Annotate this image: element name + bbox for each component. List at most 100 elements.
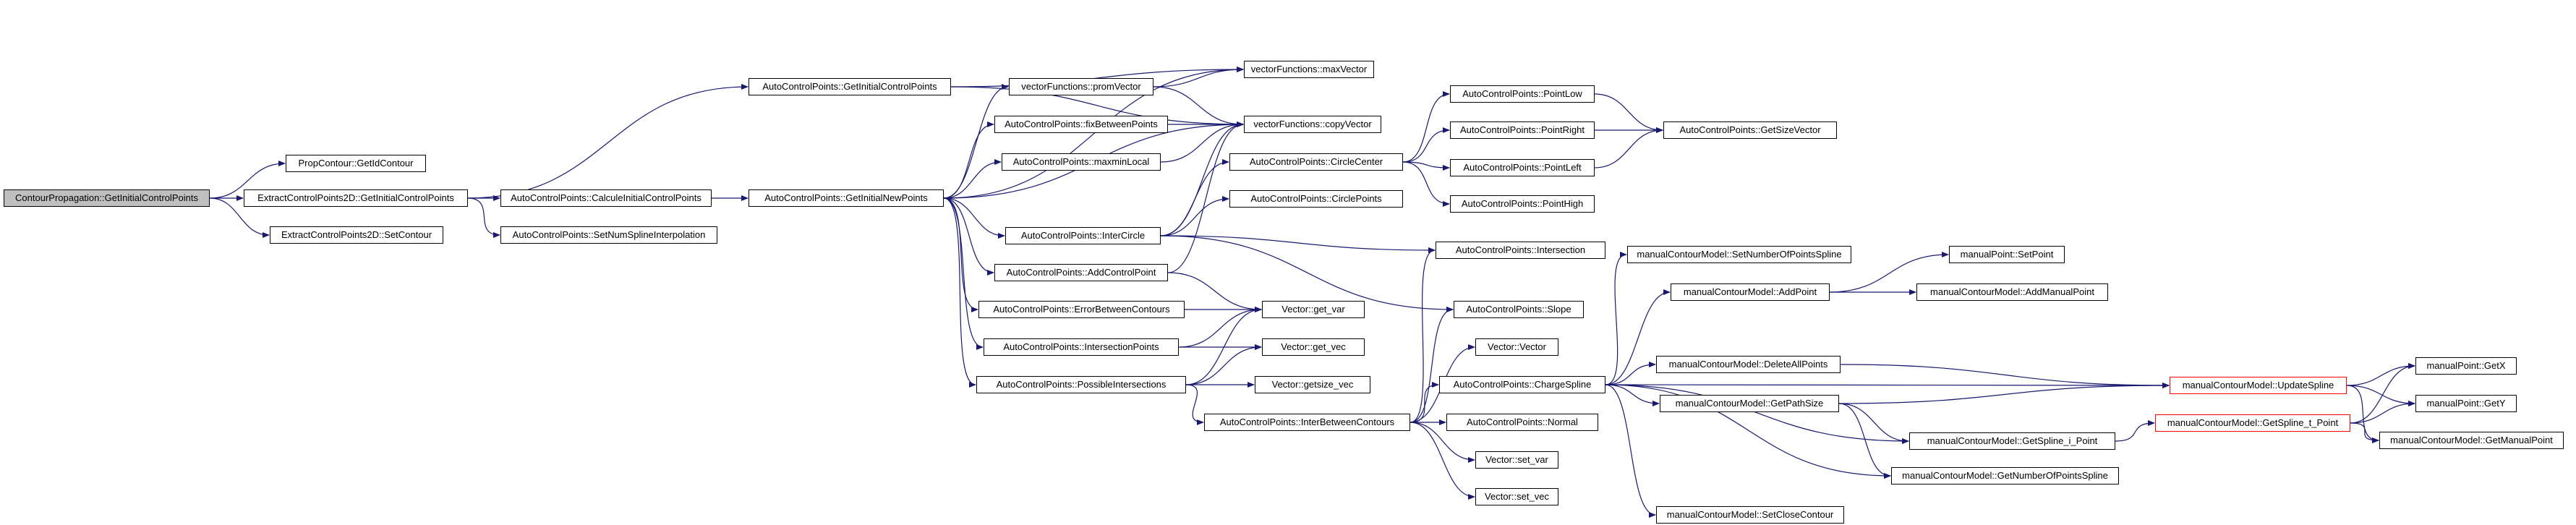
edge-acp-ibc-to-acp-slope — [1409, 307, 1454, 423]
node-mcm-setnum[interactable]: manualContourModel::SetNumberOfPointsSpl… — [1627, 246, 1851, 263]
edge-acp-charge-to-mcm-setclose — [1605, 384, 1656, 518]
node-acp-cc[interactable]: AutoControlPoints::CircleCenter — [1229, 153, 1403, 171]
edge-ecp-get-to-acp-setnum — [467, 197, 500, 238]
node-vf-prom[interactable]: vectorFunctions::promVector — [1009, 78, 1153, 95]
node-vf-max[interactable]: vectorFunctions::maxVector — [1244, 61, 1374, 78]
edge-acp-getnew-to-acp-ipts — [943, 197, 984, 350]
edge-mcm-getsplinet-to-mcm-getmanual — [2350, 422, 2379, 443]
node-ecp-set[interactable]: ExtractControlPoints2D::SetContour — [270, 226, 443, 244]
edge-acp-ibc-to-v-setvec — [1409, 422, 1475, 500]
edge-mcm-update-to-mp-getx — [2346, 363, 2415, 386]
node-mp-gety[interactable]: manualPoint::GetY — [2415, 395, 2517, 412]
node-v-setvar[interactable]: Vector::set_var — [1475, 451, 1558, 469]
node-mcm-getsplinei[interactable]: manualContourModel::GetSpline_i_Point — [1909, 432, 2115, 450]
edge-acp-getnew-to-acp-inter — [943, 197, 1005, 239]
edge-acp-getnew-to-acp-add — [943, 197, 994, 276]
node-root: ContourPropagation::GetInitialControlPoi… — [4, 189, 210, 207]
edge-acp-getnew-to-acp-fix — [943, 121, 994, 199]
edge-mcm-pathsize-to-mcm-update — [1838, 383, 2170, 404]
edge-mcm-pathsize-to-mcm-getsplinei — [1838, 403, 1909, 444]
node-acp-calc[interactable]: AutoControlPoints::CalculeInitialControl… — [500, 189, 712, 207]
edge-mcm-delall-to-mcm-update — [1840, 364, 2170, 388]
edge-vf-prom-to-vf-copy — [1153, 86, 1244, 127]
node-acp-err[interactable]: AutoControlPoints::ErrorBetweenContours — [978, 301, 1185, 318]
node-ecp-get[interactable]: ExtractControlPoints2D::GetInitialContro… — [244, 189, 468, 207]
node-getidcontour[interactable]: PropContour::GetIdContour — [286, 155, 426, 172]
edge-acp-plow-to-acp-gsv — [1594, 93, 1663, 133]
node-acp-plow[interactable]: AutoControlPoints::PointLow — [1450, 85, 1595, 103]
edge-mcm-update-to-mcm-getmanual — [2346, 385, 2379, 443]
edge-acp-charge-to-mcm-pathsize — [1605, 384, 1660, 406]
node-mcm-setclose[interactable]: manualContourModel::SetCloseContour — [1656, 506, 1844, 524]
node-acp-fix[interactable]: AutoControlPoints::fixBetweenPoints — [994, 116, 1168, 133]
edge-mcm-getsplinet-to-mp-getx — [2350, 363, 2415, 424]
node-mcm-update[interactable]: manualContourModel::UpdateSpline — [2170, 377, 2347, 394]
edge-acp-getnew-to-vf-max — [943, 67, 1244, 199]
edge-acp-ibc-to-v-setvar — [1409, 422, 1475, 463]
edge-root-to-getidcontour — [209, 161, 286, 199]
edge-mcm-getsplinei-to-mcm-getsplinet — [2115, 420, 2155, 442]
node-mp-getx[interactable]: manualPoint::GetX — [2415, 357, 2517, 375]
node-acp-slope[interactable]: AutoControlPoints::Slope — [1454, 301, 1584, 318]
node-acp-maxmin[interactable]: AutoControlPoints::maxminLocal — [1002, 153, 1161, 171]
node-acp-cp[interactable]: AutoControlPoints::CirclePoints — [1229, 190, 1403, 208]
edge-vf-prom-to-vf-max — [1153, 67, 1244, 88]
edge-root-to-ecp-set — [209, 197, 270, 238]
node-v-getvar[interactable]: Vector::get_var — [1262, 301, 1365, 318]
node-v-getsize[interactable]: Vector::getsize_vec — [1255, 376, 1370, 393]
edge-acp-cc-to-acp-pleft — [1402, 161, 1450, 171]
edge-acp-ibc-to-acp-intersection — [1409, 247, 1436, 423]
node-mcm-getnum[interactable]: manualContourModel::GetNumberOfPointsSpl… — [1891, 467, 2119, 485]
node-acp-charge[interactable]: AutoControlPoints::ChargeSpline — [1439, 376, 1605, 393]
node-v-vector[interactable]: Vector::Vector — [1475, 338, 1558, 356]
edge-acp-pleft-to-acp-gsv — [1594, 127, 1663, 168]
node-mcm-pathsize[interactable]: manualContourModel::GetPathSize — [1660, 395, 1839, 412]
edge-acp-add-to-vf-copy — [1167, 121, 1244, 273]
edge-acp-charge-to-mcm-getsplinei — [1605, 384, 1909, 444]
edge-acp-inter-to-vf-copy — [1160, 121, 1244, 236]
node-acp-getinitcp[interactable]: AutoControlPoints::GetInitialControlPoin… — [749, 78, 951, 95]
edge-acp-maxmin-to-vf-copy — [1160, 121, 1244, 163]
node-acp-setnum[interactable]: AutoControlPoints::SetNumSplineInterpola… — [500, 226, 717, 244]
edge-acp-cc-to-acp-pright — [1402, 127, 1450, 163]
node-acp-phigh[interactable]: AutoControlPoints::PointHigh — [1450, 195, 1595, 213]
edge-acp-add-to-v-getvar — [1167, 272, 1262, 312]
node-mp-setpoint[interactable]: manualPoint::SetPoint — [1949, 246, 2065, 263]
edge-acp-charge-to-mcm-addpoint — [1605, 289, 1671, 385]
edge-acp-ipts-to-v-getvar — [1178, 307, 1262, 348]
node-acp-intersection[interactable]: AutoControlPoints::Intersection — [1436, 242, 1605, 259]
node-acp-getnew[interactable]: AutoControlPoints::GetInitialNewPoints — [749, 189, 944, 207]
edge-acp-charge-to-mcm-getnum — [1605, 384, 1891, 479]
edge-acp-inter-to-acp-intersection — [1160, 235, 1436, 253]
node-acp-pright[interactable]: AutoControlPoints::PointRight — [1450, 121, 1595, 139]
edge-acp-cc-to-acp-phigh — [1402, 161, 1450, 207]
node-acp-inter[interactable]: AutoControlPoints::InterCircle — [1005, 227, 1161, 244]
edge-mcm-addpoint-to-mp-setpoint — [1829, 252, 1949, 293]
edge-acp-ibc-to-acp-charge — [1409, 382, 1439, 423]
node-mcm-getmanual[interactable]: manualContourModel::GetManualPoint — [2379, 432, 2564, 449]
node-acp-ipts[interactable]: AutoControlPoints::IntersectionPoints — [984, 338, 1179, 356]
edge-mcm-getsplinet-to-mp-gety — [2350, 401, 2415, 424]
node-v-getvec[interactable]: Vector::get_vec — [1262, 338, 1365, 356]
edge-mcm-pathsize-to-mcm-getnum — [1838, 403, 1891, 479]
node-acp-ibc[interactable]: AutoControlPoints::InterBetweenContours — [1204, 414, 1410, 431]
node-acp-normal[interactable]: AutoControlPoints::Normal — [1446, 414, 1598, 431]
edge-acp-inter-to-acp-slope — [1160, 235, 1454, 312]
node-acp-poss[interactable]: AutoControlPoints::PossibleIntersections — [976, 376, 1186, 393]
edge-acp-charge-to-mcm-setnum — [1605, 252, 1627, 385]
node-vf-copy[interactable]: vectorFunctions::copyVector — [1244, 116, 1381, 133]
edge-acp-getnew-to-acp-maxmin — [943, 159, 1002, 199]
node-acp-gsv[interactable]: AutoControlPoints::GetSizeVector — [1663, 121, 1837, 139]
node-v-setvec[interactable]: Vector::set_vec — [1475, 488, 1558, 505]
edge-mcm-update-to-mp-gety — [2346, 385, 2415, 406]
node-mcm-getsplinet[interactable]: manualContourModel::GetSpline_t_Point — [2155, 414, 2350, 432]
node-mcm-delall[interactable]: manualContourModel::DeleteAllPoints — [1656, 356, 1841, 373]
edge-acp-poss-to-v-getvec — [1185, 344, 1262, 385]
node-mcm-addmanual[interactable]: manualContourModel::AddManualPoint — [1916, 283, 2108, 301]
node-mcm-addpoint[interactable]: manualContourModel::AddPoint — [1671, 283, 1830, 301]
node-acp-add[interactable]: AutoControlPoints::AddControlPoint — [994, 264, 1168, 281]
node-acp-pleft[interactable]: AutoControlPoints::PointLeft — [1450, 159, 1595, 176]
edge-acp-charge-to-mcm-delall — [1605, 362, 1656, 385]
edge-acp-getnew-to-acp-err — [943, 197, 978, 312]
